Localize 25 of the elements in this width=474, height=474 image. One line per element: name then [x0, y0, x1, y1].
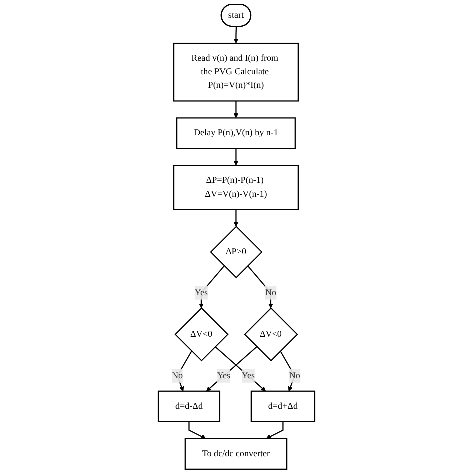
edge-label: No: [290, 371, 301, 381]
arrow: [206, 346, 258, 392]
arrow: [266, 422, 284, 440]
arrow: [234, 101, 239, 118]
arrow: [234, 26, 239, 44]
edge-label: No: [172, 371, 184, 381]
node-diamond: ΔP>0: [210, 226, 264, 279]
node-box: Delay P(n),V(n) by n-1: [176, 118, 296, 150]
node-box: d=d+Δd: [251, 390, 316, 422]
node-diamond: ΔV<0: [244, 308, 299, 362]
node-box: Read v(n) and I(n) from the PVG Calculate P(n)=V(n)*I(n): [174, 43, 300, 102]
node-box: To dc/dc converter: [185, 438, 288, 470]
edge-label: Yes: [242, 371, 256, 381]
edge-label: Yes: [195, 288, 208, 298]
edge-label: Yes: [218, 371, 231, 381]
arrow: [234, 148, 239, 166]
arrow: [215, 346, 266, 392]
node-diamond: ΔV<0: [174, 308, 230, 362]
arrow: [234, 210, 239, 228]
node-box: d=d-Δd: [158, 390, 221, 422]
arrow: [188, 422, 206, 440]
arrow: [248, 266, 274, 309]
edge-label: No: [266, 288, 277, 298]
arrow: [177, 350, 193, 392]
node-box: ΔP=P(n)-P(n-1) ΔV=V(n)-V(n-1): [174, 165, 300, 210]
